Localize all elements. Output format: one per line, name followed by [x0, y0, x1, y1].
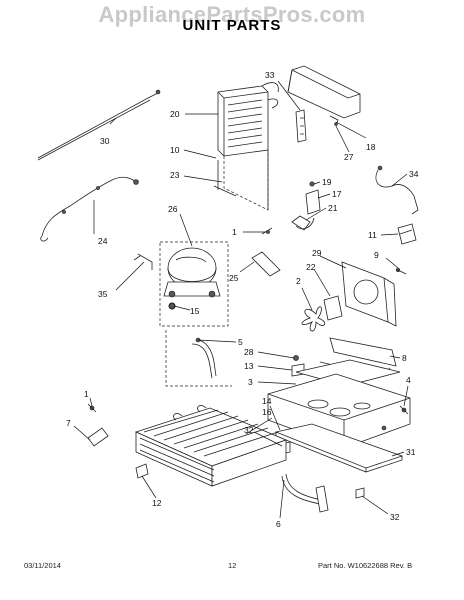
part-30-rod[interactable] — [37, 89, 161, 161]
part-9-screw[interactable] — [395, 267, 407, 275]
callout-8: 8 — [402, 353, 407, 363]
callout-17: 17 — [332, 189, 342, 199]
callout-15: 15 — [190, 306, 200, 316]
part-11-relay[interactable] — [397, 223, 417, 245]
watermark-text: AppliancePartsPros.com — [98, 2, 366, 27]
callout-4: 4 — [406, 375, 411, 385]
callout-22: 22 — [306, 262, 316, 272]
footer-part-number: Part No. W10622688 Rev. B — [318, 561, 413, 570]
part-26-compressor[interactable] — [159, 241, 229, 327]
callout-10: 10 — [170, 145, 180, 155]
part-27-clip[interactable] — [329, 115, 339, 127]
part-2-fan-blade[interactable] — [301, 306, 326, 332]
diagram-title: UNIT PARTS — [182, 17, 282, 34]
callout-3: 3 — [248, 377, 253, 387]
callout-25: 25 — [229, 273, 239, 283]
part-1-screw-upper[interactable] — [261, 227, 273, 235]
part-16-evaporator[interactable] — [134, 405, 288, 487]
part-1-screw-lower[interactable] — [87, 403, 97, 413]
callout-13: 13 — [244, 361, 254, 371]
callout-21: 21 — [328, 203, 338, 213]
callout-16: 16 — [262, 407, 272, 417]
callout-24: 24 — [98, 236, 108, 246]
part-32-clip-lower[interactable] — [355, 487, 365, 499]
leader-lines — [73, 80, 409, 519]
part-7-sleeve[interactable] — [87, 427, 109, 447]
callout-32-lower: 32 — [390, 512, 400, 522]
part-8-drain-pan[interactable] — [295, 337, 401, 387]
callout-33: 33 — [265, 70, 275, 80]
callout-19: 19 — [322, 177, 332, 187]
callout-5: 5 — [238, 337, 243, 347]
callout-14: 14 — [262, 396, 272, 406]
callout-18: 18 — [366, 142, 376, 152]
callout-2: 2 — [296, 276, 301, 286]
callout-7: 7 — [66, 418, 71, 428]
callout-31: 31 — [406, 447, 416, 457]
callout-32-upper: 32 — [244, 425, 254, 435]
part-35-wire[interactable] — [133, 253, 153, 270]
callout-11: 11 — [368, 230, 377, 240]
callout-20: 20 — [170, 109, 180, 119]
part-19-17-21-sensor[interactable] — [291, 181, 321, 231]
footer-date: 03/11/2014 — [24, 561, 61, 570]
part-20-condenser[interactable] — [217, 82, 279, 157]
callout-30: 30 — [100, 136, 110, 146]
part-25-drier[interactable] — [251, 251, 281, 277]
callout-35: 35 — [98, 289, 108, 299]
callout-23: 23 — [170, 170, 180, 180]
part-10-23-bracket[interactable] — [213, 150, 269, 211]
callout-1-upper: 1 — [232, 227, 237, 237]
part-12-clip[interactable] — [135, 463, 149, 479]
part-31-grille[interactable] — [274, 423, 404, 473]
part-4-screw[interactable] — [399, 405, 409, 415]
part-15-grommet[interactable] — [169, 303, 175, 309]
part-24-harness[interactable] — [40, 176, 139, 242]
callout-27: 27 — [344, 152, 354, 162]
callout-1-lower: 1 — [84, 389, 89, 399]
callout-labels: 30 20 10 23 33 18 27 34 19 17 21 11 24 2… — [66, 70, 419, 529]
callout-34: 34 — [409, 169, 419, 179]
callout-26: 26 — [168, 204, 178, 214]
callout-29: 29 — [312, 248, 322, 258]
footer-page-number: 12 — [228, 561, 237, 570]
part-6-hose[interactable] — [281, 473, 329, 513]
callout-28: 28 — [244, 347, 254, 357]
part-5-tube[interactable] — [165, 330, 232, 387]
part-22-fan-motor[interactable] — [323, 295, 343, 321]
callout-9: 9 — [374, 250, 379, 260]
part-33-tray[interactable] — [287, 65, 361, 143]
callout-6: 6 — [276, 519, 281, 529]
part-29-fan-shroud[interactable] — [341, 261, 397, 327]
callout-12: 12 — [152, 498, 162, 508]
